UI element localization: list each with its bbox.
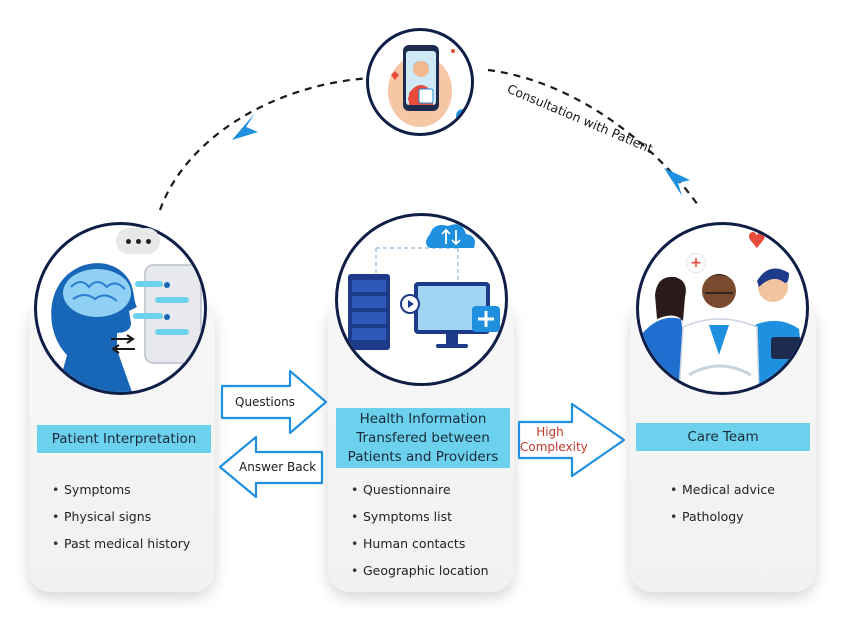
- health-info-title-line-2: Transfered between: [356, 429, 490, 446]
- patient-title-text: Patient Interpretation: [51, 430, 197, 447]
- consultation-arc: [158, 76, 371, 211]
- medical-cross-icon: +: [686, 253, 706, 273]
- patient-list: Symptoms Physical signs Past medical his…: [52, 476, 190, 557]
- video-call-illustration: [366, 28, 474, 136]
- data-server-illustration: [335, 213, 508, 386]
- high-complexity-line-2: Complexity: [520, 440, 588, 454]
- questions-label: Questions: [235, 395, 295, 409]
- answer-back-label: Answer Back: [239, 460, 317, 474]
- list-item: Symptoms: [52, 476, 190, 503]
- arc-arrowhead-right: [664, 168, 690, 196]
- high-complexity-line-1: High: [536, 425, 564, 439]
- high-complexity-label: High Complexity: [520, 425, 588, 455]
- health-info-title-line-1: Health Information: [359, 410, 487, 427]
- status-dot-icon: [456, 109, 470, 123]
- care-team-title-text: Care Team: [687, 428, 759, 445]
- list-item: Symptoms list: [351, 503, 489, 530]
- list-item: Medical advice: [670, 476, 775, 503]
- list-item: Questionnaire: [351, 476, 489, 503]
- health-info-list: Questionnaire Symptoms list Human contac…: [351, 476, 489, 584]
- care-team-illustration: ♥ +: [636, 222, 809, 395]
- patient-title: Patient Interpretation: [37, 425, 211, 453]
- care-team-title: Care Team: [636, 423, 810, 451]
- list-item: Physical signs: [52, 503, 190, 530]
- list-item: Human contacts: [351, 530, 489, 557]
- chat-bubble-icon: [116, 228, 160, 254]
- consultation-label: Consultation with Patient: [505, 81, 656, 157]
- health-info-title-line-3: Patients and Providers: [347, 448, 499, 465]
- arc-arrowhead-left: [232, 113, 258, 140]
- list-item: Past medical history: [52, 530, 190, 557]
- health-info-title: Health Information Transfered between Pa…: [336, 408, 510, 468]
- list-item: Geographic location: [351, 557, 489, 584]
- care-team-list: Medical advice Pathology: [670, 476, 775, 530]
- list-item: Pathology: [670, 503, 775, 530]
- patient-brain-illustration: [34, 222, 207, 395]
- heart-icon: ♥: [747, 229, 767, 254]
